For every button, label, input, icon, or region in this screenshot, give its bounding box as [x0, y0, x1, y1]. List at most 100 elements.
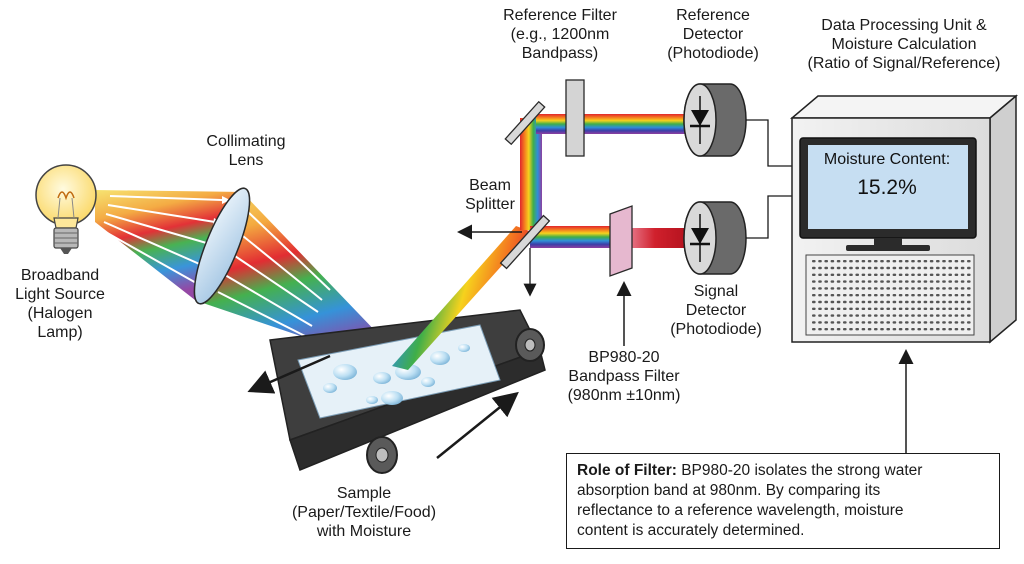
vent-slot — [898, 260, 903, 263]
vent-slot — [886, 260, 890, 263]
vent-slot — [923, 287, 928, 290]
vent-slot — [936, 273, 940, 276]
vent-slot — [849, 287, 853, 290]
vent-slot — [849, 314, 853, 317]
vent-slot — [886, 328, 890, 331]
vent-slot — [855, 280, 859, 283]
vent-slot — [892, 328, 897, 331]
vent-slot — [929, 273, 934, 276]
vent-slot — [867, 273, 872, 276]
vent-slot — [929, 300, 934, 304]
vent-slot — [861, 307, 866, 310]
vent-slot — [936, 321, 940, 324]
vent-slot — [954, 280, 959, 283]
signal-beam-spectrum — [530, 226, 612, 248]
belt-direction-arrow-right — [436, 391, 519, 459]
vent-slot — [905, 294, 909, 297]
vent-slot — [905, 273, 909, 276]
vent-slot — [892, 294, 897, 297]
vent-slot — [905, 328, 909, 331]
vent-slot — [812, 280, 816, 283]
vent-slot — [917, 287, 921, 290]
vent-slot — [936, 328, 940, 331]
vent-slot — [849, 294, 853, 297]
vent-slot — [830, 294, 835, 297]
vent-slot — [886, 314, 890, 317]
vent-slot — [905, 266, 909, 270]
vent-slot — [917, 314, 921, 317]
vent-slot — [836, 280, 841, 283]
role-line-2: absorption band at 980nm. By comparing i… — [577, 482, 881, 499]
vent-slot — [818, 280, 822, 283]
vent-slot — [818, 307, 822, 310]
vent-slot — [942, 307, 946, 310]
vent-slot — [843, 260, 847, 263]
vent-slot — [917, 273, 921, 276]
vent-slot — [880, 321, 884, 324]
vent-slot — [911, 260, 915, 263]
monitor-icon — [799, 137, 977, 251]
vent-slot — [960, 260, 965, 263]
vent-slot — [892, 321, 897, 324]
vent-slot — [911, 294, 915, 297]
vent-slot — [917, 266, 921, 270]
vent-slot — [892, 266, 897, 270]
vent-slot — [874, 266, 878, 270]
vent-slot — [812, 287, 816, 290]
vent-slot — [812, 314, 816, 317]
vent-slot — [929, 280, 934, 283]
vent-slot — [967, 280, 971, 283]
vent-slot — [929, 287, 934, 290]
vent-slot — [948, 273, 952, 276]
vent-slot — [836, 321, 841, 324]
vent-slot — [818, 260, 822, 263]
vent-slot — [880, 260, 884, 263]
vent-slot — [905, 280, 909, 283]
vent-slot — [942, 321, 946, 324]
vent-slot — [967, 314, 971, 317]
reference-mirror — [504, 100, 546, 146]
vent-slot — [960, 314, 965, 317]
vent-slot — [861, 266, 866, 270]
vent-slot — [830, 300, 835, 304]
vent-slot — [948, 314, 952, 317]
vent-slot — [911, 280, 915, 283]
vent-slot — [836, 266, 841, 270]
vent-slot — [967, 321, 971, 324]
vent-slot — [923, 266, 928, 270]
vent-slot — [824, 294, 828, 297]
vent-slot — [886, 287, 890, 290]
vent-slot — [861, 300, 866, 304]
vent-slot — [861, 328, 866, 331]
role-heading: Role of Filter: — [577, 462, 677, 479]
vent-slot — [905, 287, 909, 290]
vent-slot — [948, 287, 952, 290]
vent-slot — [812, 273, 816, 276]
vent-slot — [861, 273, 866, 276]
vent-slot — [830, 273, 835, 276]
vent-slot — [898, 294, 903, 297]
vent-slot — [867, 287, 872, 290]
vent-slot — [886, 280, 890, 283]
vent-slot — [812, 266, 816, 270]
vent-slot — [880, 287, 884, 290]
vent-slot — [830, 266, 835, 270]
vent-slot — [917, 328, 921, 331]
vent-slot — [898, 280, 903, 283]
vent-slot — [874, 260, 878, 263]
vent-slot — [911, 266, 915, 270]
reference-detector-photodiode-icon — [683, 83, 747, 157]
vent-slot — [948, 307, 952, 310]
vent-slot — [824, 314, 828, 317]
vent-slot — [898, 300, 903, 304]
vent-slot — [855, 266, 859, 270]
vent-slot — [874, 294, 878, 297]
vent-slot — [936, 287, 940, 290]
vent-slot — [843, 280, 847, 283]
vent-slot — [855, 307, 859, 310]
vent-slot — [812, 321, 816, 324]
signal-detector-photodiode-icon — [683, 201, 747, 275]
vent-slot — [812, 328, 816, 331]
